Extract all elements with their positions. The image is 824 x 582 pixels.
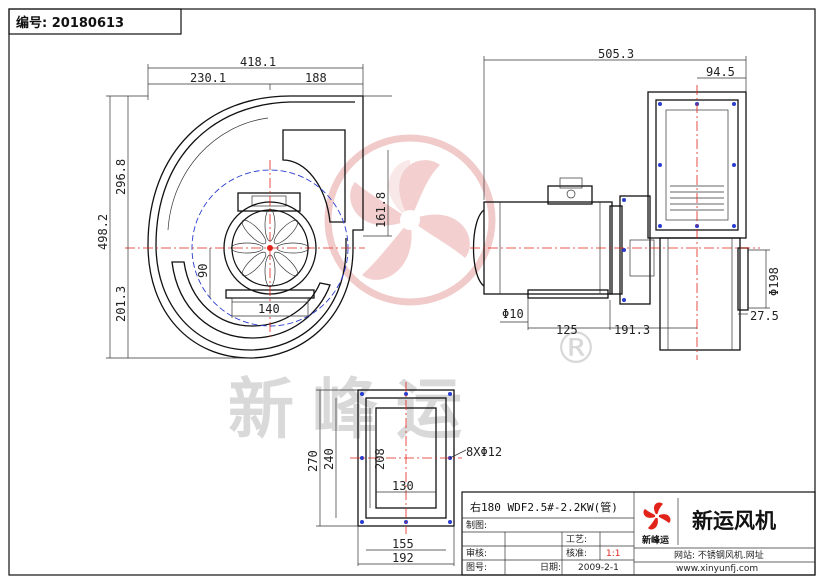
company-logo-icon [643,502,671,530]
flange-view-dimensions: 270 240 208 8XΦ12 130 155 192 [306,389,502,566]
sheet-border [8,8,816,576]
title-label-reviewed: 审核: [466,547,487,559]
dim-overall-height: 498.2 [96,214,110,250]
dim-flange-mid-height: 240 [322,448,336,470]
dim-lower-height: 201.3 [114,286,128,322]
company-name: 新运风机 [692,509,776,533]
dim-motor-offset: 125 [556,323,578,337]
dim-inlet-diameter: Φ198 [767,267,781,296]
title-label-process: 工艺: [566,534,587,545]
drawing-number: 编号: 20180613 [16,15,124,31]
dim-base-width: 140 [258,302,280,316]
title-label-drawn: 制图: [466,519,487,531]
dim-base-height: 90 [196,264,210,278]
dim-upper-height: 296.8 [114,159,128,195]
title-label-date: 日期: [540,562,561,573]
title-label-check: 核准: [566,547,587,559]
title-model: 右180 WDF2.5#-2.2KW(管) [470,500,618,514]
dim-right-width: 188 [305,71,327,85]
dim-foot-length: 191.3 [614,323,650,337]
dim-shaft-diameter: Φ10 [502,307,524,321]
side-view-dimensions: 505.3 94.5 Φ10 125 191.3 Φ198 27.5 [483,47,781,337]
dim-left-width: 230.1 [190,71,226,85]
front-view-dimensions: 418.1 230.1 188 498.2 296.8 201.3 161.8 … [96,55,392,359]
title-date: 2009-2-1 [578,563,619,573]
dim-flange-outer-width: 192 [392,551,414,565]
dim-flange-inner-width: 130 [392,479,414,493]
dim-flange-holes: 8XΦ12 [466,445,502,459]
company-website-label: 网站: 不锈钢风机.网址 [674,549,764,561]
dim-flange-inner-height: 208 [373,448,387,470]
dim-outlet-depth: 94.5 [706,65,735,79]
company-website-url: www.xinyunfj.com [676,564,758,574]
front-view [125,95,365,359]
flange-view [350,382,462,534]
watermark-brand: 新峰运 [228,370,480,448]
dim-overall-width: 418.1 [240,55,276,69]
dim-flange-mid-width: 155 [392,537,414,551]
dim-overall-length: 505.3 [598,47,634,61]
company-logo-text: 新峰运 [642,534,670,546]
dim-outlet-height: 161.8 [374,192,388,228]
watermark-registered: ® [554,323,598,374]
title-block: 右180 WDF2.5#-2.2KW(管) 制图: 工艺: 审核: 核准: 1:… [461,491,816,576]
title-scale: 1:1 [606,549,620,559]
dim-flange-outer-height: 270 [306,450,320,472]
watermark-logo [324,134,496,306]
side-view [470,85,760,360]
title-label-drawing-no: 图号: [466,562,487,573]
dim-inlet-width: 27.5 [750,309,779,323]
drawing-number-box [8,8,182,35]
